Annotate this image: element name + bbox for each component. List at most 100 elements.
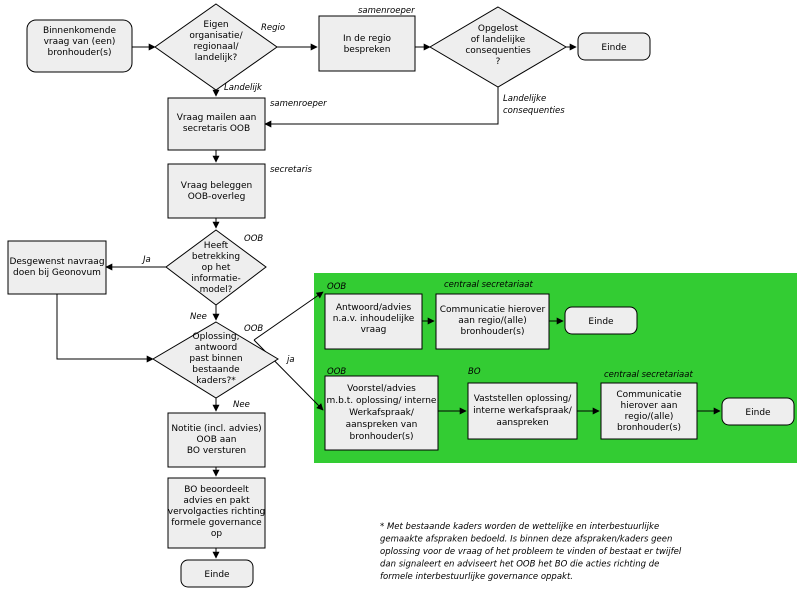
vaststellen-text: Vaststellen oplossing/interne werkafspra… [473, 394, 573, 428]
footnote-line: * Met bestaande kaders worden de wetteli… [380, 522, 659, 532]
mailen-text-line: Vraag mailen aan [177, 113, 257, 123]
bo-beoordeelt-text-line: op [211, 529, 223, 539]
mailen-box [167, 97, 266, 151]
opgelost-decision [429, 6, 567, 88]
oplossing-text-line: past binnen [189, 354, 242, 364]
footnote-line: oplossing voor de vraag of het probleem … [380, 547, 682, 557]
notitie-box [167, 412, 266, 468]
einde-green1-text: Einde [588, 317, 614, 327]
role-oob-green2: OOB [327, 367, 346, 377]
label-landelijke-consequenties: Landelijke consequenties [503, 94, 565, 116]
vaststellen-text-line: interne werkafspraak/ [473, 406, 573, 416]
einde-top-text-line: Einde [601, 43, 627, 53]
edge-opgelost-mailen [264, 82, 499, 128]
label-nee-mid: Nee [190, 312, 207, 322]
beleggen-text-line: OOB-overleg [188, 192, 246, 202]
role-oob-1: OOB [244, 234, 263, 244]
informatiemodel-text-line: op het [202, 263, 231, 273]
start-text-line: Binnenkomende [43, 26, 116, 36]
regio-bespreken-text-line: bespreken [344, 45, 391, 55]
opgelost-text-line: of landelijke [471, 35, 526, 45]
oplossing-text-line: Oplossing, [193, 332, 240, 342]
communicatie1-box [435, 293, 550, 350]
notitie-text-line: BO versturen [187, 446, 246, 456]
label-landelijk: Landelijk [224, 83, 263, 93]
role-samenroeper-mid: samenroeper [270, 99, 327, 109]
communicatie1-text-line: bronhouder(s) [460, 327, 524, 337]
footnote: * Met bestaande kaders worden de wetteli… [380, 522, 682, 582]
antwoord-text-line: vraag [361, 325, 387, 335]
einde-green1-terminal [564, 306, 638, 335]
bo-beoordeelt-text-line: advies en pakt [183, 496, 250, 506]
regio-bespreken-box [318, 15, 416, 72]
role-centraal-2: centraal secretariaat [604, 370, 693, 380]
einde-top-text: Einde [601, 43, 627, 53]
bo-beoordeelt-box [167, 477, 266, 549]
voorstel-box [324, 375, 439, 451]
voorstel-text-line: Werkafspraak/ [349, 408, 415, 418]
navraag-text-line: doen bij Geonovum [13, 268, 101, 278]
label-ja-left: Ja [141, 255, 151, 265]
bo-beoordeelt-text-line: vervolgacties richting [168, 507, 266, 517]
regio-bespreken-text-line: In de regio [343, 34, 392, 44]
antwoord-text-line: n.a.v. inhoudelijke [333, 314, 415, 324]
vaststellen-text-line: aanspreken [496, 418, 548, 428]
oplossing-text-line: antwoord [195, 343, 237, 353]
label-ja-right: ja [286, 355, 295, 365]
label-landelijke-consequenties-line: Landelijke [503, 94, 546, 104]
mailen-text-line: secretaris OOB [183, 124, 250, 134]
role-oob-2: OOB [244, 324, 263, 334]
start-text-line: bronhouder(s) [47, 48, 111, 58]
informatiemodel-text-line: Heeft [204, 241, 229, 251]
voorstel-text-line: m.b.t. oplossing/ interne [327, 396, 437, 406]
label-regio: Regio [261, 23, 285, 33]
einde-top-terminal [577, 32, 651, 61]
communicatie2-text-line: hierover aan [621, 401, 678, 411]
oplossing-text-line: bestaande [192, 365, 240, 375]
einde-bottom-text-line: Einde [204, 570, 230, 580]
communicatie1-text-line: aan regio/(alle) [458, 316, 526, 326]
footnote-line: gemaakte afspraken bedoeld. Is binnen de… [380, 535, 672, 545]
start-terminal [26, 19, 133, 73]
role-secretaris: secretaris [270, 165, 312, 175]
einde-green1-text-line: Einde [588, 317, 614, 327]
navraag-text-line: Desgewenst navraag [9, 257, 104, 267]
antwoord-text-line: Antwoord/advies [336, 303, 412, 313]
edge-navraag-oplossing [56, 294, 154, 363]
informatiemodel-decision [165, 229, 267, 306]
eigen-text-line: Eigen [203, 20, 228, 30]
voorstel-text-line: aanspreken van [346, 420, 418, 430]
notitie-text-line: OOB aan [197, 435, 237, 445]
einde-green2-text-line: Einde [745, 408, 771, 418]
communicatie2-text-line: Communicatie [616, 390, 682, 400]
communicatie2-text-line: regio/(alle) [625, 412, 674, 422]
opgelost-text-line: ? [496, 57, 501, 67]
edge-oplossing-antwoord [253, 291, 324, 341]
opgelost-text-line: consequenties [465, 46, 531, 56]
label-nee-bottom: Nee [233, 400, 250, 410]
beleggen-box [167, 163, 266, 219]
role-samenroeper-top: samenroeper [358, 6, 415, 16]
role-centraal-1: centraal secretariaat [444, 280, 533, 290]
notitie-text-line: Notitie (incl. advies) [171, 424, 261, 434]
navraag-box [7, 240, 107, 295]
role-bo-green: BO [468, 367, 481, 377]
communicatie2-box [600, 382, 698, 440]
footnote-line: formele interbestuurlijke governance opp… [380, 572, 573, 582]
start-text-line: vraag van (een) [44, 37, 116, 47]
antwoord-box [324, 293, 423, 350]
oplossing-text-line: kaders?* [196, 376, 236, 386]
label-landelijke-consequenties-line: consequenties [503, 106, 565, 116]
